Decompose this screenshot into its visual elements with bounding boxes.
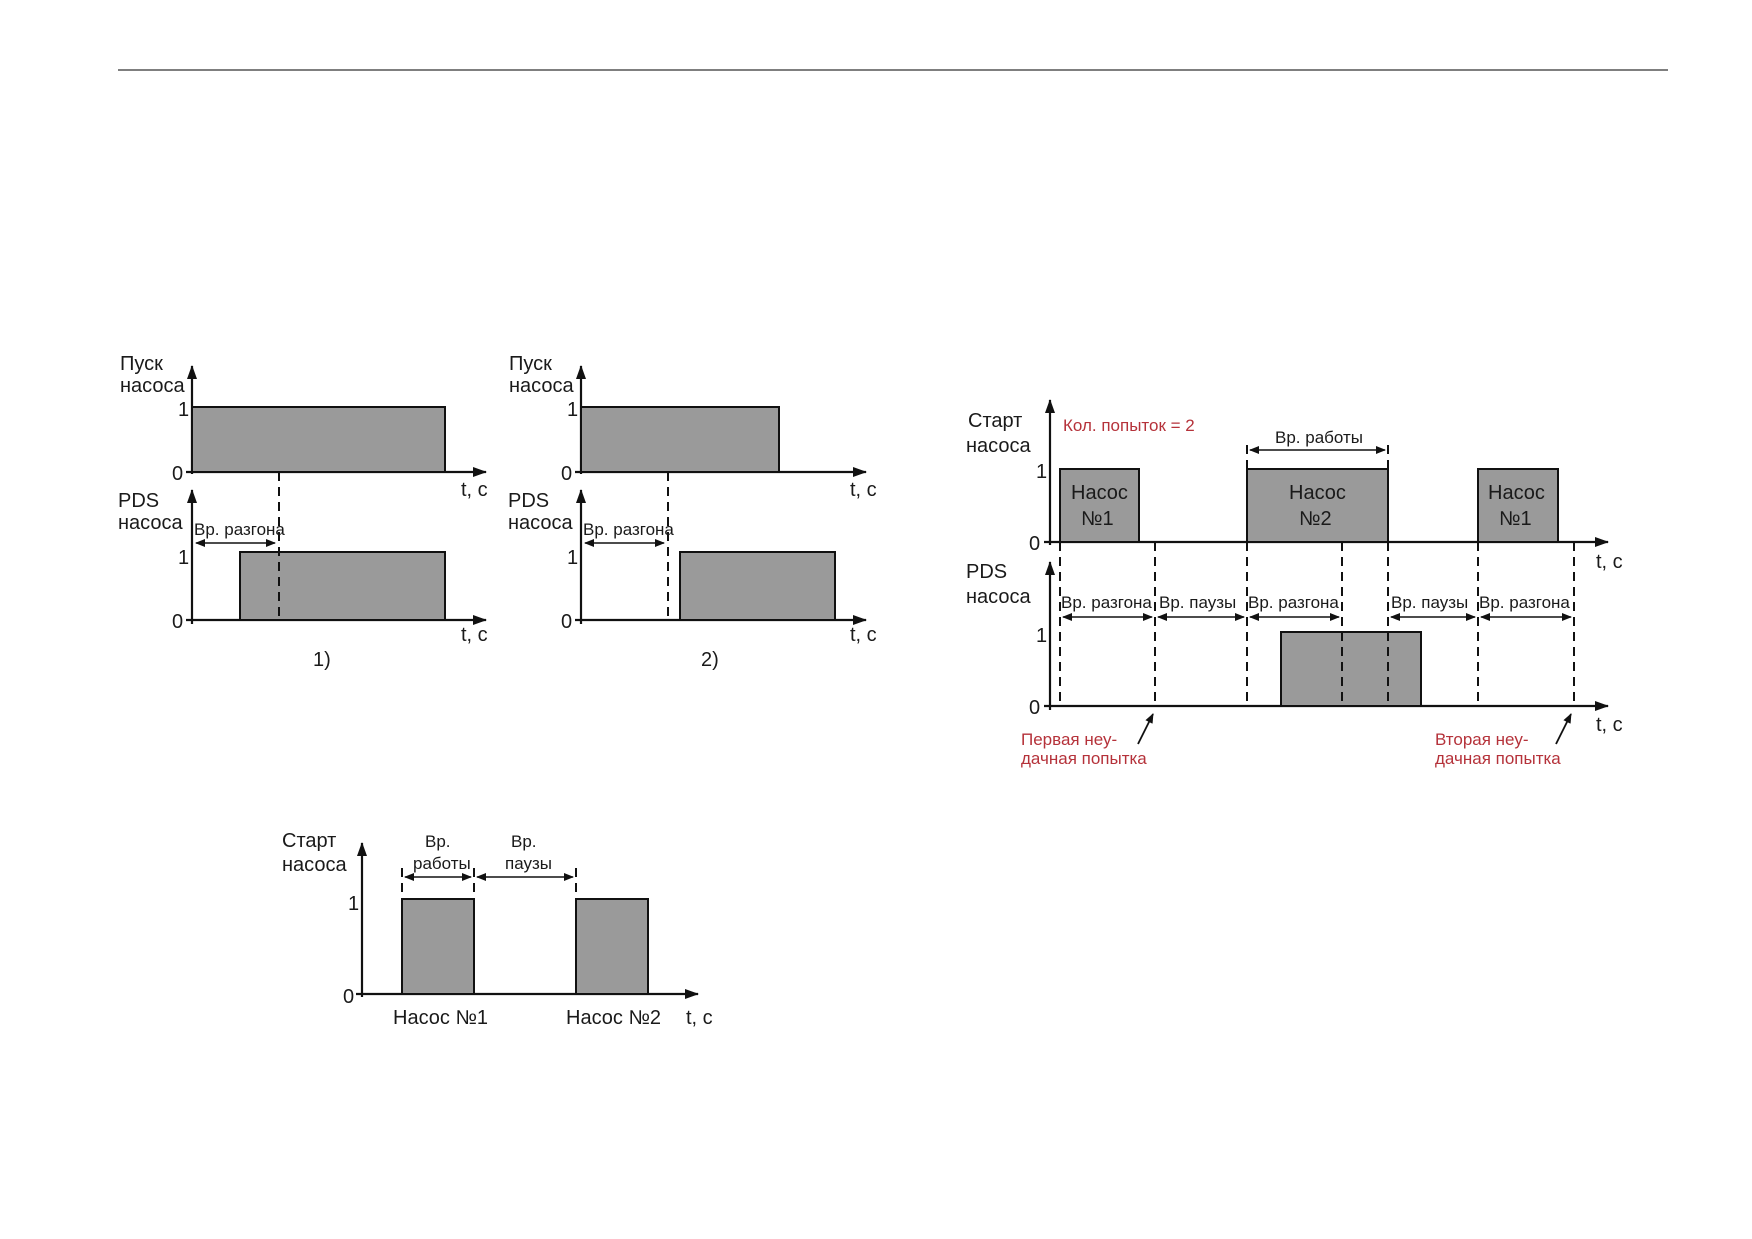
diagram-1-start-label-line2: насоса bbox=[120, 375, 186, 397]
level-zero-label: 0 bbox=[343, 986, 354, 1008]
time-axis-label: t, с bbox=[686, 1007, 713, 1029]
first-failure-pointer bbox=[1137, 713, 1154, 745]
diagram-4-pump-a-number: №1 bbox=[1081, 508, 1114, 530]
level-one-label: 1 bbox=[1036, 625, 1047, 647]
diagram-4-start-label-line1: Старт bbox=[968, 410, 1022, 432]
first-failure-label-line1: Первая неу- bbox=[1021, 730, 1117, 749]
diagram-1-pds-label-line2: насоса bbox=[118, 512, 184, 534]
second-failure-pointer bbox=[1555, 713, 1572, 745]
attempts-count-label: Кол. попыток = 2 bbox=[1063, 416, 1195, 435]
diagram-3-pump-1-label: Насос №1 bbox=[393, 1007, 488, 1029]
time-axis-label: t, с bbox=[850, 479, 877, 501]
diagram-3-start-label-line2: насоса bbox=[282, 854, 348, 876]
diagram-1-caption: 1) bbox=[313, 649, 331, 671]
time-axis-label: t, с bbox=[461, 479, 488, 501]
level-one-label: 1 bbox=[567, 399, 578, 421]
first-failure-label-line2: дачная попытка bbox=[1021, 749, 1147, 768]
diagram-4-pump-b-number: №2 bbox=[1299, 508, 1332, 530]
diagram-1-pds-pulse bbox=[239, 551, 446, 621]
diagram-2-start-label-line1: Пуск bbox=[509, 353, 552, 375]
diagram-4-pause-label-2: Вр. паузы bbox=[1391, 593, 1468, 612]
diagram-4-accel-label-2: Вр. разгона bbox=[1248, 593, 1339, 612]
diagram-1: Пуск насоса 1 0 t, с PDS насоса Вр. разг… bbox=[118, 353, 488, 671]
level-one-label: 1 bbox=[1036, 461, 1047, 483]
diagram-4-pds-label-line1: PDS bbox=[966, 561, 1007, 583]
diagram-2-accel-label: Вр. разгона bbox=[583, 520, 674, 539]
diagram-1-start-label-line1: Пуск bbox=[120, 353, 163, 375]
diagram-4-work-label: Вр. работы bbox=[1275, 428, 1363, 447]
level-zero-label: 0 bbox=[1029, 533, 1040, 555]
diagram-4-pump-2-pulse bbox=[1246, 468, 1389, 543]
time-axis-label: t, с bbox=[1596, 714, 1623, 736]
diagram-3-pause-label-line2: паузы bbox=[505, 854, 552, 873]
diagram-1-accel-label: Вр. разгона bbox=[194, 520, 285, 539]
time-axis-label: t, с bbox=[850, 624, 877, 646]
diagram-4-retry: Старт насоса Кол. попыток = 2 Насос №1 Н… bbox=[966, 399, 1623, 768]
diagram-2-caption: 2) bbox=[701, 649, 719, 671]
diagram-4-accel-label-3: Вр. разгона bbox=[1479, 593, 1570, 612]
diagram-3-pause-label-line1: Вр. bbox=[511, 832, 537, 851]
diagram-4-pds-label-line2: насоса bbox=[966, 586, 1032, 608]
second-failure-label-line1: Вторая неу- bbox=[1435, 730, 1528, 749]
diagram-3-alternation: Старт насоса Вр. работы Вр. паузы 1 0 На… bbox=[282, 830, 713, 1029]
diagram-4-pump-1-pulse-b bbox=[1477, 468, 1559, 543]
diagram-3-work-label-line2: работы bbox=[413, 854, 471, 873]
diagram-3-start-label-line1: Старт bbox=[282, 830, 336, 852]
diagram-4-pause-label-1: Вр. паузы bbox=[1159, 593, 1236, 612]
diagram-4-start-label-line2: насоса bbox=[966, 435, 1032, 457]
diagram-2: Пуск насоса 1 0 t, с PDS насоса Вр. разг… bbox=[508, 353, 877, 671]
diagram-3-pump-1-pulse bbox=[401, 898, 475, 995]
diagram-4-pump-1-pulse-a bbox=[1059, 468, 1140, 543]
time-axis-label: t, с bbox=[461, 624, 488, 646]
diagram-1-pds-label-line1: PDS bbox=[118, 490, 159, 512]
diagram-3-work-label-line1: Вр. bbox=[425, 832, 451, 851]
diagram-2-start-label-line2: насоса bbox=[509, 375, 575, 397]
second-failure-label-line2: дачная попытка bbox=[1435, 749, 1561, 768]
level-zero-label: 0 bbox=[561, 611, 572, 633]
level-zero-label: 0 bbox=[172, 463, 183, 485]
level-one-label: 1 bbox=[348, 893, 359, 915]
level-zero-label: 0 bbox=[1029, 697, 1040, 719]
diagram-4-pump-c-number: №1 bbox=[1499, 508, 1532, 530]
diagram-4-pump-c-name: Насос bbox=[1488, 482, 1545, 504]
diagram-4-pump-a-name: Насос bbox=[1071, 482, 1128, 504]
diagram-4-pds-pulse bbox=[1280, 631, 1422, 707]
level-zero-label: 0 bbox=[561, 463, 572, 485]
diagram-2-pds-label-line2: насоса bbox=[508, 512, 574, 534]
level-one-label: 1 bbox=[178, 547, 189, 569]
diagram-4-accel-label-1: Вр. разгона bbox=[1061, 593, 1152, 612]
level-one-label: 1 bbox=[567, 547, 578, 569]
diagram-3-pump-2-label: Насос №2 bbox=[566, 1007, 661, 1029]
level-one-label: 1 bbox=[178, 399, 189, 421]
diagram-4-pump-b-name: Насос bbox=[1289, 482, 1346, 504]
diagram-1-start-pulse bbox=[191, 406, 446, 473]
diagram-2-pds-label-line1: PDS bbox=[508, 490, 549, 512]
diagram-2-start-pulse bbox=[580, 406, 780, 473]
diagram-3-pump-2-pulse bbox=[575, 898, 649, 995]
level-zero-label: 0 bbox=[172, 611, 183, 633]
time-axis-label: t, с bbox=[1596, 551, 1623, 573]
diagram-2-pds-pulse bbox=[679, 551, 836, 621]
